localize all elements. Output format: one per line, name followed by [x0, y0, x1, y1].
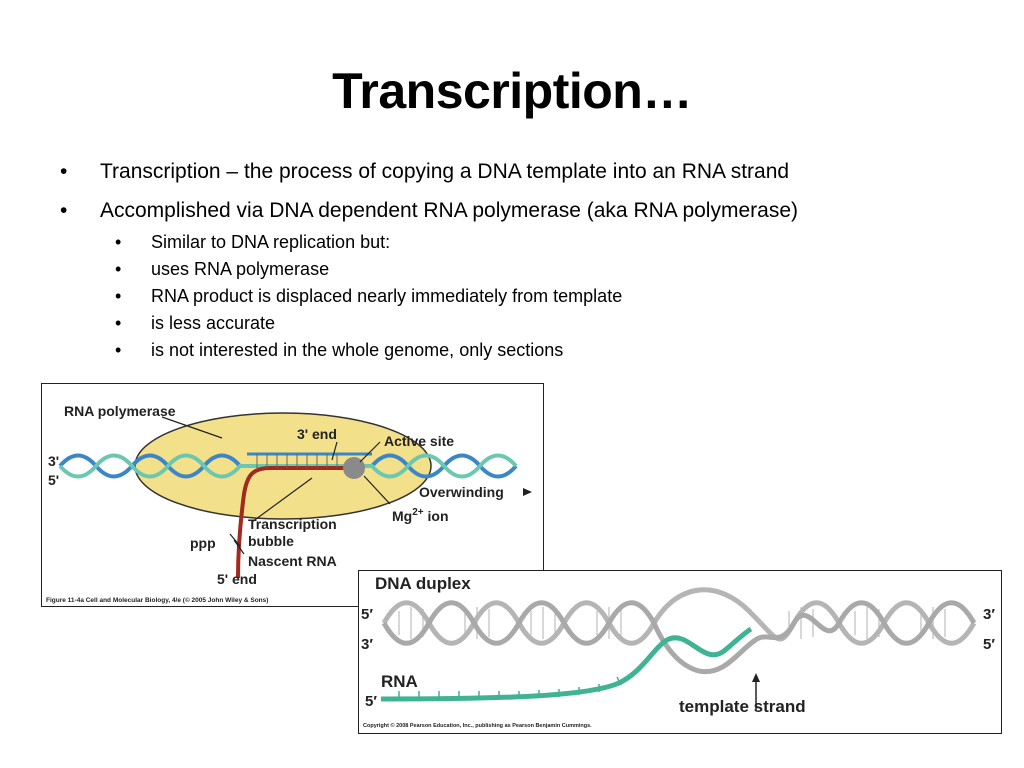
bullet-glyph: • — [115, 286, 122, 306]
bullet-text: Accomplished via DNA dependent RNA polym… — [100, 199, 798, 222]
figure-rna-polymerase: RNA polymerase 3' end Active site 3' 5' … — [41, 383, 544, 607]
label-transcription-bubble-2: bubble — [248, 533, 294, 549]
label-dna-duplex: DNA duplex — [375, 574, 471, 593]
label-left-5: 5' — [48, 472, 59, 488]
label-right-5: 5′ — [983, 636, 995, 653]
active-site-dot — [343, 457, 365, 479]
overwinding-arrowhead — [523, 488, 532, 496]
sub-bullet-text: is not interested in the whole genome, o… — [151, 340, 564, 360]
label-nascent-rna: Nascent RNA — [248, 553, 337, 569]
dna-strand-bottom — [381, 600, 977, 675]
label-3-end: 3' end — [297, 426, 337, 442]
sub-bullet-text: Similar to DNA replication but: — [151, 232, 391, 252]
figure1-caption: Figure 11-4a Cell and Molecular Biology,… — [46, 596, 268, 604]
sub-bullet-text: RNA product is displaced nearly immediat… — [151, 286, 623, 306]
label-active-site: Active site — [384, 433, 454, 449]
label-overwinding: Overwinding — [419, 484, 504, 500]
label-mg-ion: Mg2+ ion — [392, 507, 449, 524]
sub-bullet-text: uses RNA polymerase — [151, 259, 330, 279]
label-left-3: 3′ — [361, 636, 373, 653]
label-rna-5: 5′ — [365, 693, 377, 710]
bullet-glyph: • — [115, 232, 122, 252]
slide-title: Transcription… — [332, 63, 692, 119]
bullet-glyph: • — [115, 259, 122, 279]
bullet-text: Transcription – the process of copying a… — [100, 160, 790, 183]
dna-strand-blue — [58, 453, 518, 479]
rna-strand — [380, 626, 753, 702]
bullet-glyph: • — [115, 340, 122, 360]
bullet-glyph: • — [60, 160, 68, 183]
template-arrowhead — [752, 673, 760, 682]
label-rna-polymerase: RNA polymerase — [64, 403, 176, 419]
bullet-glyph: • — [60, 199, 68, 222]
label-template-strand: template strand — [679, 697, 806, 716]
label-right-3: 3′ — [983, 606, 995, 623]
label-ppp: ppp — [190, 535, 216, 551]
label-left-3: 3' — [48, 453, 59, 469]
label-transcription-bubble-1: Transcription — [248, 516, 337, 532]
figure2-caption: Copyright © 2008 Pearson Education, Inc.… — [363, 722, 592, 729]
label-rna: RNA — [381, 672, 418, 691]
label-5-end: 5' end — [217, 571, 257, 587]
rna-base-ticks — [398, 676, 622, 699]
sub-bullet-text: is less accurate — [151, 313, 276, 333]
bullet-glyph: • — [115, 313, 122, 333]
nascent-rna-strand — [236, 466, 354, 579]
figure-dna-duplex: DNA duplex 5′ 3′ 3′ 5′ RNA 5′ template s… — [358, 570, 1002, 734]
label-left-5: 5′ — [361, 606, 373, 623]
dna-strand-teal — [58, 453, 518, 479]
